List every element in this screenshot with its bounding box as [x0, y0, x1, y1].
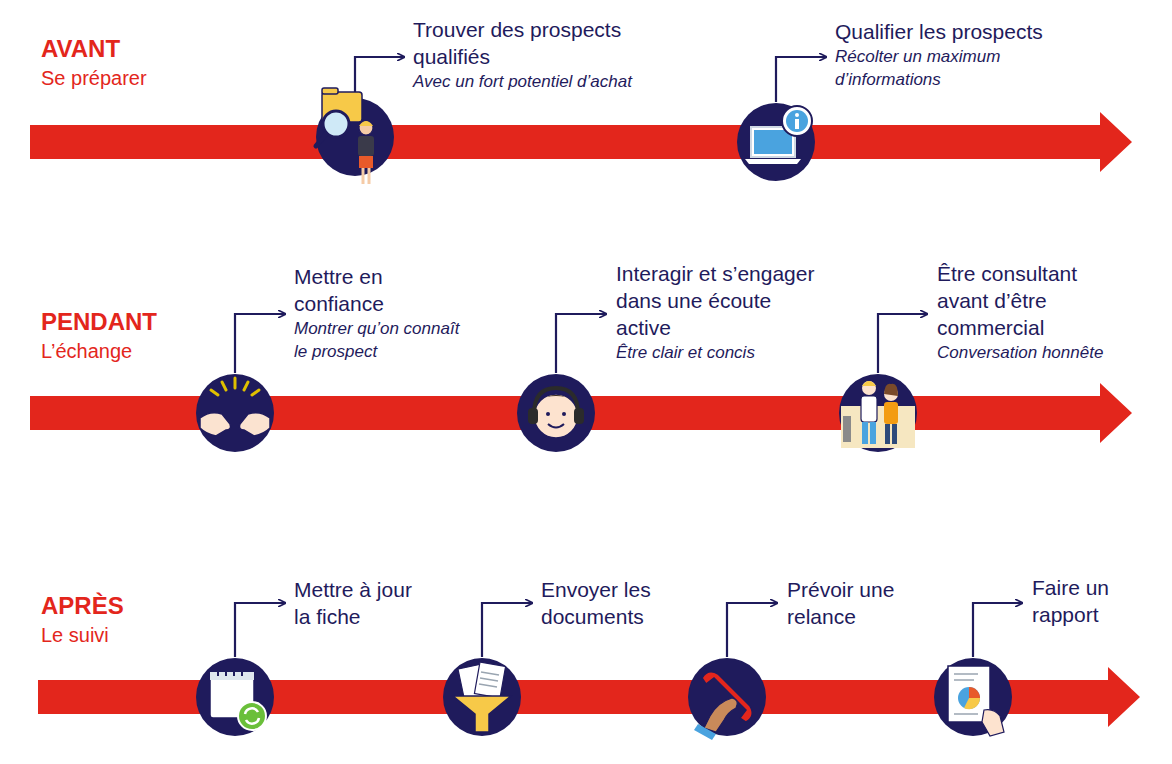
step-circle: Interagir et s’engager dans une écoute a… [517, 374, 595, 452]
step-text: Qualifier les prospectsRécolter un maxim… [835, 18, 1135, 91]
step-circle: Être consultant avant d’être commercialC… [839, 374, 917, 452]
step-icon [688, 658, 766, 736]
phase-title: AVANT [41, 34, 147, 64]
step-title: Être consultant avant d’être commercial [937, 260, 1112, 341]
step-circle: Envoyer les documents [443, 658, 521, 736]
step-text: Mettre à jour la fiche [294, 576, 418, 630]
timeline-band: APRÈSLe suiviMettre à jour la ficheEnvoy… [0, 540, 1172, 764]
step-title: Prévoir une relance [787, 576, 917, 630]
step-icon [737, 103, 815, 181]
step-title: Interagir et s’engager dans une écoute a… [616, 260, 821, 341]
step-subtitle: Avec un fort potentiel d’achat [413, 70, 713, 93]
phase-subtitle: L’échange [41, 337, 157, 365]
step-icon [316, 98, 394, 176]
step-icon [934, 658, 1012, 736]
step-subtitle: Récolter un maximum d’informations [835, 45, 1035, 91]
step-text: Trouver des prospects qualifiésAvec un f… [413, 16, 713, 93]
step-text: Faire un rapport [1032, 574, 1132, 628]
step-subtitle: Montrer qu’on connaît le prospect [294, 317, 464, 363]
phase-title: PENDANT [41, 307, 157, 337]
band-heading: PENDANTL’échange [41, 307, 157, 365]
step-title: Mettre à jour la fiche [294, 576, 418, 630]
step-circle: Prévoir une relance [688, 658, 766, 736]
step-subtitle: Conversation honnête [937, 341, 1162, 364]
band-heading: APRÈSLe suivi [41, 591, 124, 649]
step-subtitle: Être clair et concis [616, 341, 836, 364]
step-circle: Trouver des prospects qualifiésAvec un f… [316, 98, 394, 176]
band-heading: AVANTSe préparer [41, 34, 147, 92]
step-icon [196, 658, 274, 736]
step-circle: Qualifier les prospectsRécolter un maxim… [737, 103, 815, 181]
phase-title: APRÈS [41, 591, 124, 621]
step-text: Être consultant avant d’être commercialC… [937, 260, 1162, 364]
phase-subtitle: Le suivi [41, 621, 124, 649]
step-icon [196, 374, 274, 452]
timeline-band: AVANTSe préparerTrouver des prospects qu… [0, 0, 1172, 200]
step-icon [517, 374, 595, 452]
step-circle: Mettre en confianceMontrer qu’on connaît… [196, 374, 274, 452]
step-text: Prévoir une relance [787, 576, 917, 630]
phase-subtitle: Se préparer [41, 64, 147, 92]
timeline-band: PENDANTL’échangeMettre en confianceMontr… [0, 250, 1172, 480]
step-text: Mettre en confianceMontrer qu’on connaît… [294, 263, 464, 363]
step-text: Envoyer les documents [541, 576, 671, 630]
step-title: Mettre en confiance [294, 263, 414, 317]
step-title: Qualifier les prospects [835, 18, 1135, 45]
step-text: Interagir et s’engager dans une écoute a… [616, 260, 836, 364]
step-title: Faire un rapport [1032, 574, 1132, 628]
step-title: Envoyer les documents [541, 576, 671, 630]
step-icon [443, 658, 521, 736]
step-circle: Faire un rapport [934, 658, 1012, 736]
step-circle: Mettre à jour la fiche [196, 658, 274, 736]
step-title: Trouver des prospects qualifiés [413, 16, 653, 70]
step-icon [839, 374, 917, 452]
